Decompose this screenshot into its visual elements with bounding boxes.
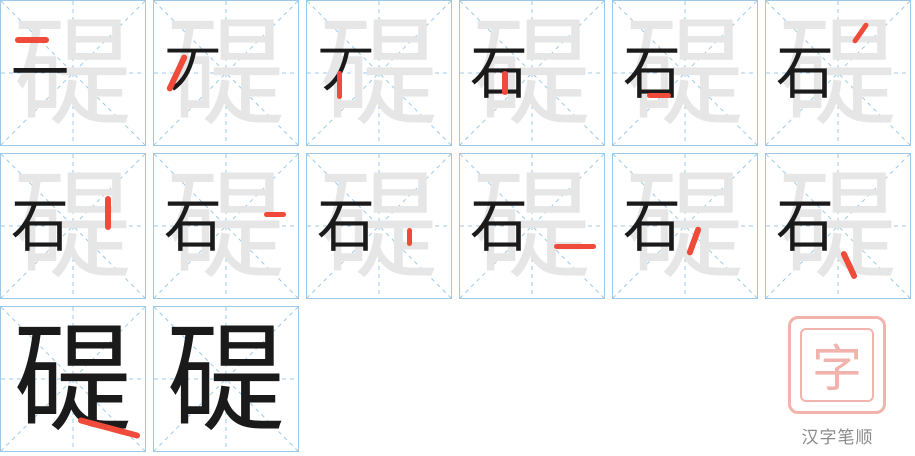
guide-line (613, 1, 757, 145)
written-strokes: 一 (11, 39, 70, 107)
stroke-step-cell: 碮碮 (0, 306, 146, 452)
guide-line (460, 154, 604, 298)
guide-line (613, 1, 757, 145)
guide-line (307, 154, 451, 298)
guide-line (1, 1, 145, 145)
watermark-caption: 汉字笔顺 (801, 428, 874, 448)
stroke-step-cell: 碮石 (765, 153, 911, 299)
ghost-character: 碮 (778, 4, 897, 142)
stroke-step-cell: 碮丆 (153, 0, 299, 146)
guide-line (613, 154, 757, 298)
guide-line (766, 154, 910, 298)
guide-line (1, 154, 145, 298)
guide-lines (154, 307, 298, 451)
written-strokes: 石 (470, 192, 529, 260)
stroke-step-cell: 碮石 (765, 0, 911, 146)
written-strokes: 石 (776, 192, 835, 260)
guide-lines (766, 1, 910, 145)
stroke-step-cell: 碮一 (0, 0, 146, 146)
guide-line (154, 1, 298, 145)
guide-line (154, 154, 298, 298)
stroke-step-cell: 碮石 (459, 0, 605, 146)
written-strokes: 丆 (317, 39, 376, 107)
ghost-character: 碮 (778, 157, 897, 295)
guide-lines (613, 1, 757, 145)
guide-lines (460, 1, 604, 145)
guide-line (154, 307, 298, 451)
ghost-character: 碮 (166, 157, 285, 295)
guide-line (766, 154, 910, 298)
guide-line (154, 154, 298, 298)
stroke-step-cell: 碮石 (0, 153, 146, 299)
current-stroke (264, 212, 286, 217)
current-stroke (337, 71, 342, 99)
written-strokes: 石 (623, 192, 682, 260)
current-stroke (647, 93, 671, 98)
ghost-character: 碮 (472, 157, 591, 295)
written-strokes: 碮 (166, 310, 285, 448)
guide-lines (1, 1, 145, 145)
watermark-stamp: 字 (788, 316, 886, 414)
ghost-character: 碮 (166, 4, 285, 142)
current-stroke (502, 71, 508, 95)
ghost-character: 碮 (319, 157, 438, 295)
guide-line (1, 1, 145, 145)
guide-line (307, 1, 451, 145)
ghost-character: 碮 (625, 157, 744, 295)
guide-lines (307, 1, 451, 145)
written-strokes: 石 (623, 39, 682, 107)
stroke-step-cell: 碮石 (612, 0, 758, 146)
guide-lines (766, 154, 910, 298)
current-stroke (554, 244, 596, 249)
current-stroke (105, 196, 111, 230)
guide-lines (460, 154, 604, 298)
stroke-step-cell: 碮石 (306, 153, 452, 299)
stroke-step-cell: 碮碮 (153, 306, 299, 452)
guide-line (154, 1, 298, 145)
stroke-step-cell: 碮石 (153, 153, 299, 299)
current-stroke (15, 37, 49, 43)
written-strokes: 石 (317, 192, 376, 260)
ghost-character: 碮 (472, 4, 591, 142)
stroke-step-cell: 碮石 (612, 153, 758, 299)
guide-lines (613, 154, 757, 298)
stroke-step-cell: 碮丆 (306, 0, 452, 146)
stroke-step-cell: 碮石 (459, 153, 605, 299)
guide-line (307, 1, 451, 145)
guide-line (766, 1, 910, 145)
written-strokes: 碮 (13, 310, 132, 448)
guide-line (154, 307, 298, 451)
ghost-character: 碮 (625, 4, 744, 142)
guide-lines (1, 307, 145, 451)
guide-lines (154, 1, 298, 145)
written-strokes: 石 (11, 192, 70, 260)
ghost-character: 碮 (13, 157, 132, 295)
guide-lines (307, 154, 451, 298)
guide-lines (1, 154, 145, 298)
ghost-character: 碮 (13, 4, 132, 142)
guide-line (460, 1, 604, 145)
guide-line (460, 154, 604, 298)
written-strokes: 石 (776, 39, 835, 107)
guide-line (307, 154, 451, 298)
written-strokes: 石 (470, 39, 529, 107)
guide-line (1, 307, 145, 451)
guide-line (460, 1, 604, 145)
written-strokes: 石 (164, 192, 223, 260)
guide-line (613, 154, 757, 298)
guide-lines (154, 154, 298, 298)
guide-line (1, 307, 145, 451)
guide-line (766, 1, 910, 145)
guide-line (1, 154, 145, 298)
current-stroke (407, 228, 412, 246)
ghost-character: 碮 (166, 310, 285, 448)
ghost-character: 碮 (13, 310, 132, 448)
watermark-stamp-glyph: 字 (800, 328, 874, 402)
